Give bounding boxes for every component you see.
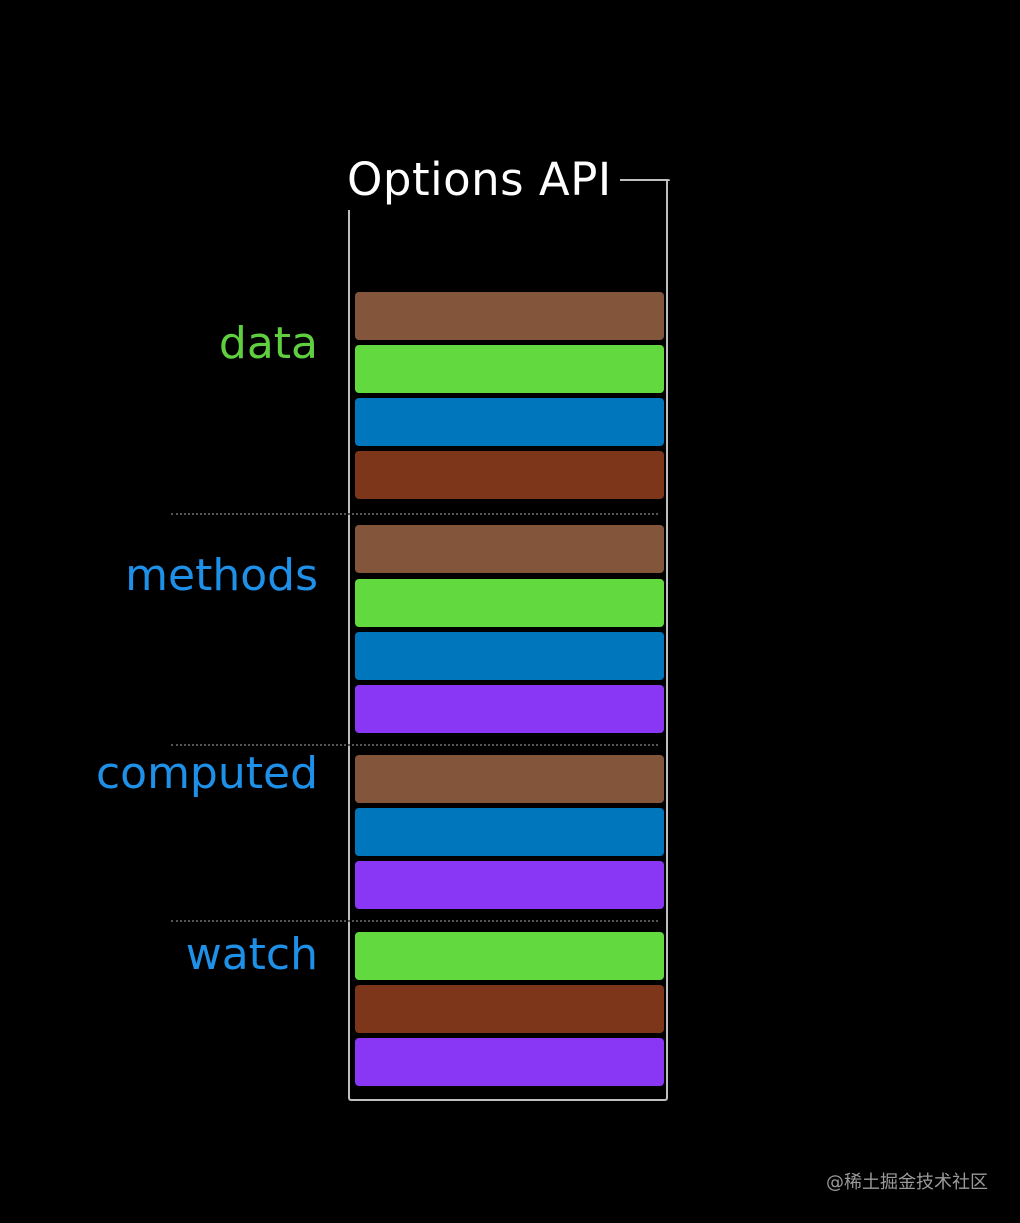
group-divider (171, 920, 658, 922)
option-bar-methods-4 (355, 685, 664, 733)
group-label-data: data (218, 318, 318, 369)
option-bar-methods-1 (355, 525, 664, 573)
group-divider (171, 513, 658, 515)
frame-title-gap (346, 170, 352, 210)
option-bar-watch-3 (355, 1038, 664, 1086)
group-label-methods: methods (125, 550, 318, 601)
watermark: @稀土掘金技术社区 (826, 1172, 988, 1193)
option-bar-watch-1 (355, 932, 664, 980)
diagram-title: Options API (347, 153, 612, 206)
group-divider (171, 744, 658, 746)
options-api-frame (348, 179, 668, 1101)
option-bar-data-3 (355, 398, 664, 446)
option-bar-methods-2 (355, 579, 664, 627)
group-label-watch: watch (185, 929, 318, 980)
option-bar-data-2 (355, 345, 664, 393)
options-api-frame-top (620, 179, 670, 181)
option-bar-data-1 (355, 292, 664, 340)
option-bar-data-4 (355, 451, 664, 499)
option-bar-computed-1 (355, 755, 664, 803)
group-label-computed: computed (95, 748, 318, 799)
option-bar-watch-2 (355, 985, 664, 1033)
option-bar-methods-3 (355, 632, 664, 680)
option-bar-computed-3 (355, 861, 664, 909)
option-bar-computed-2 (355, 808, 664, 856)
